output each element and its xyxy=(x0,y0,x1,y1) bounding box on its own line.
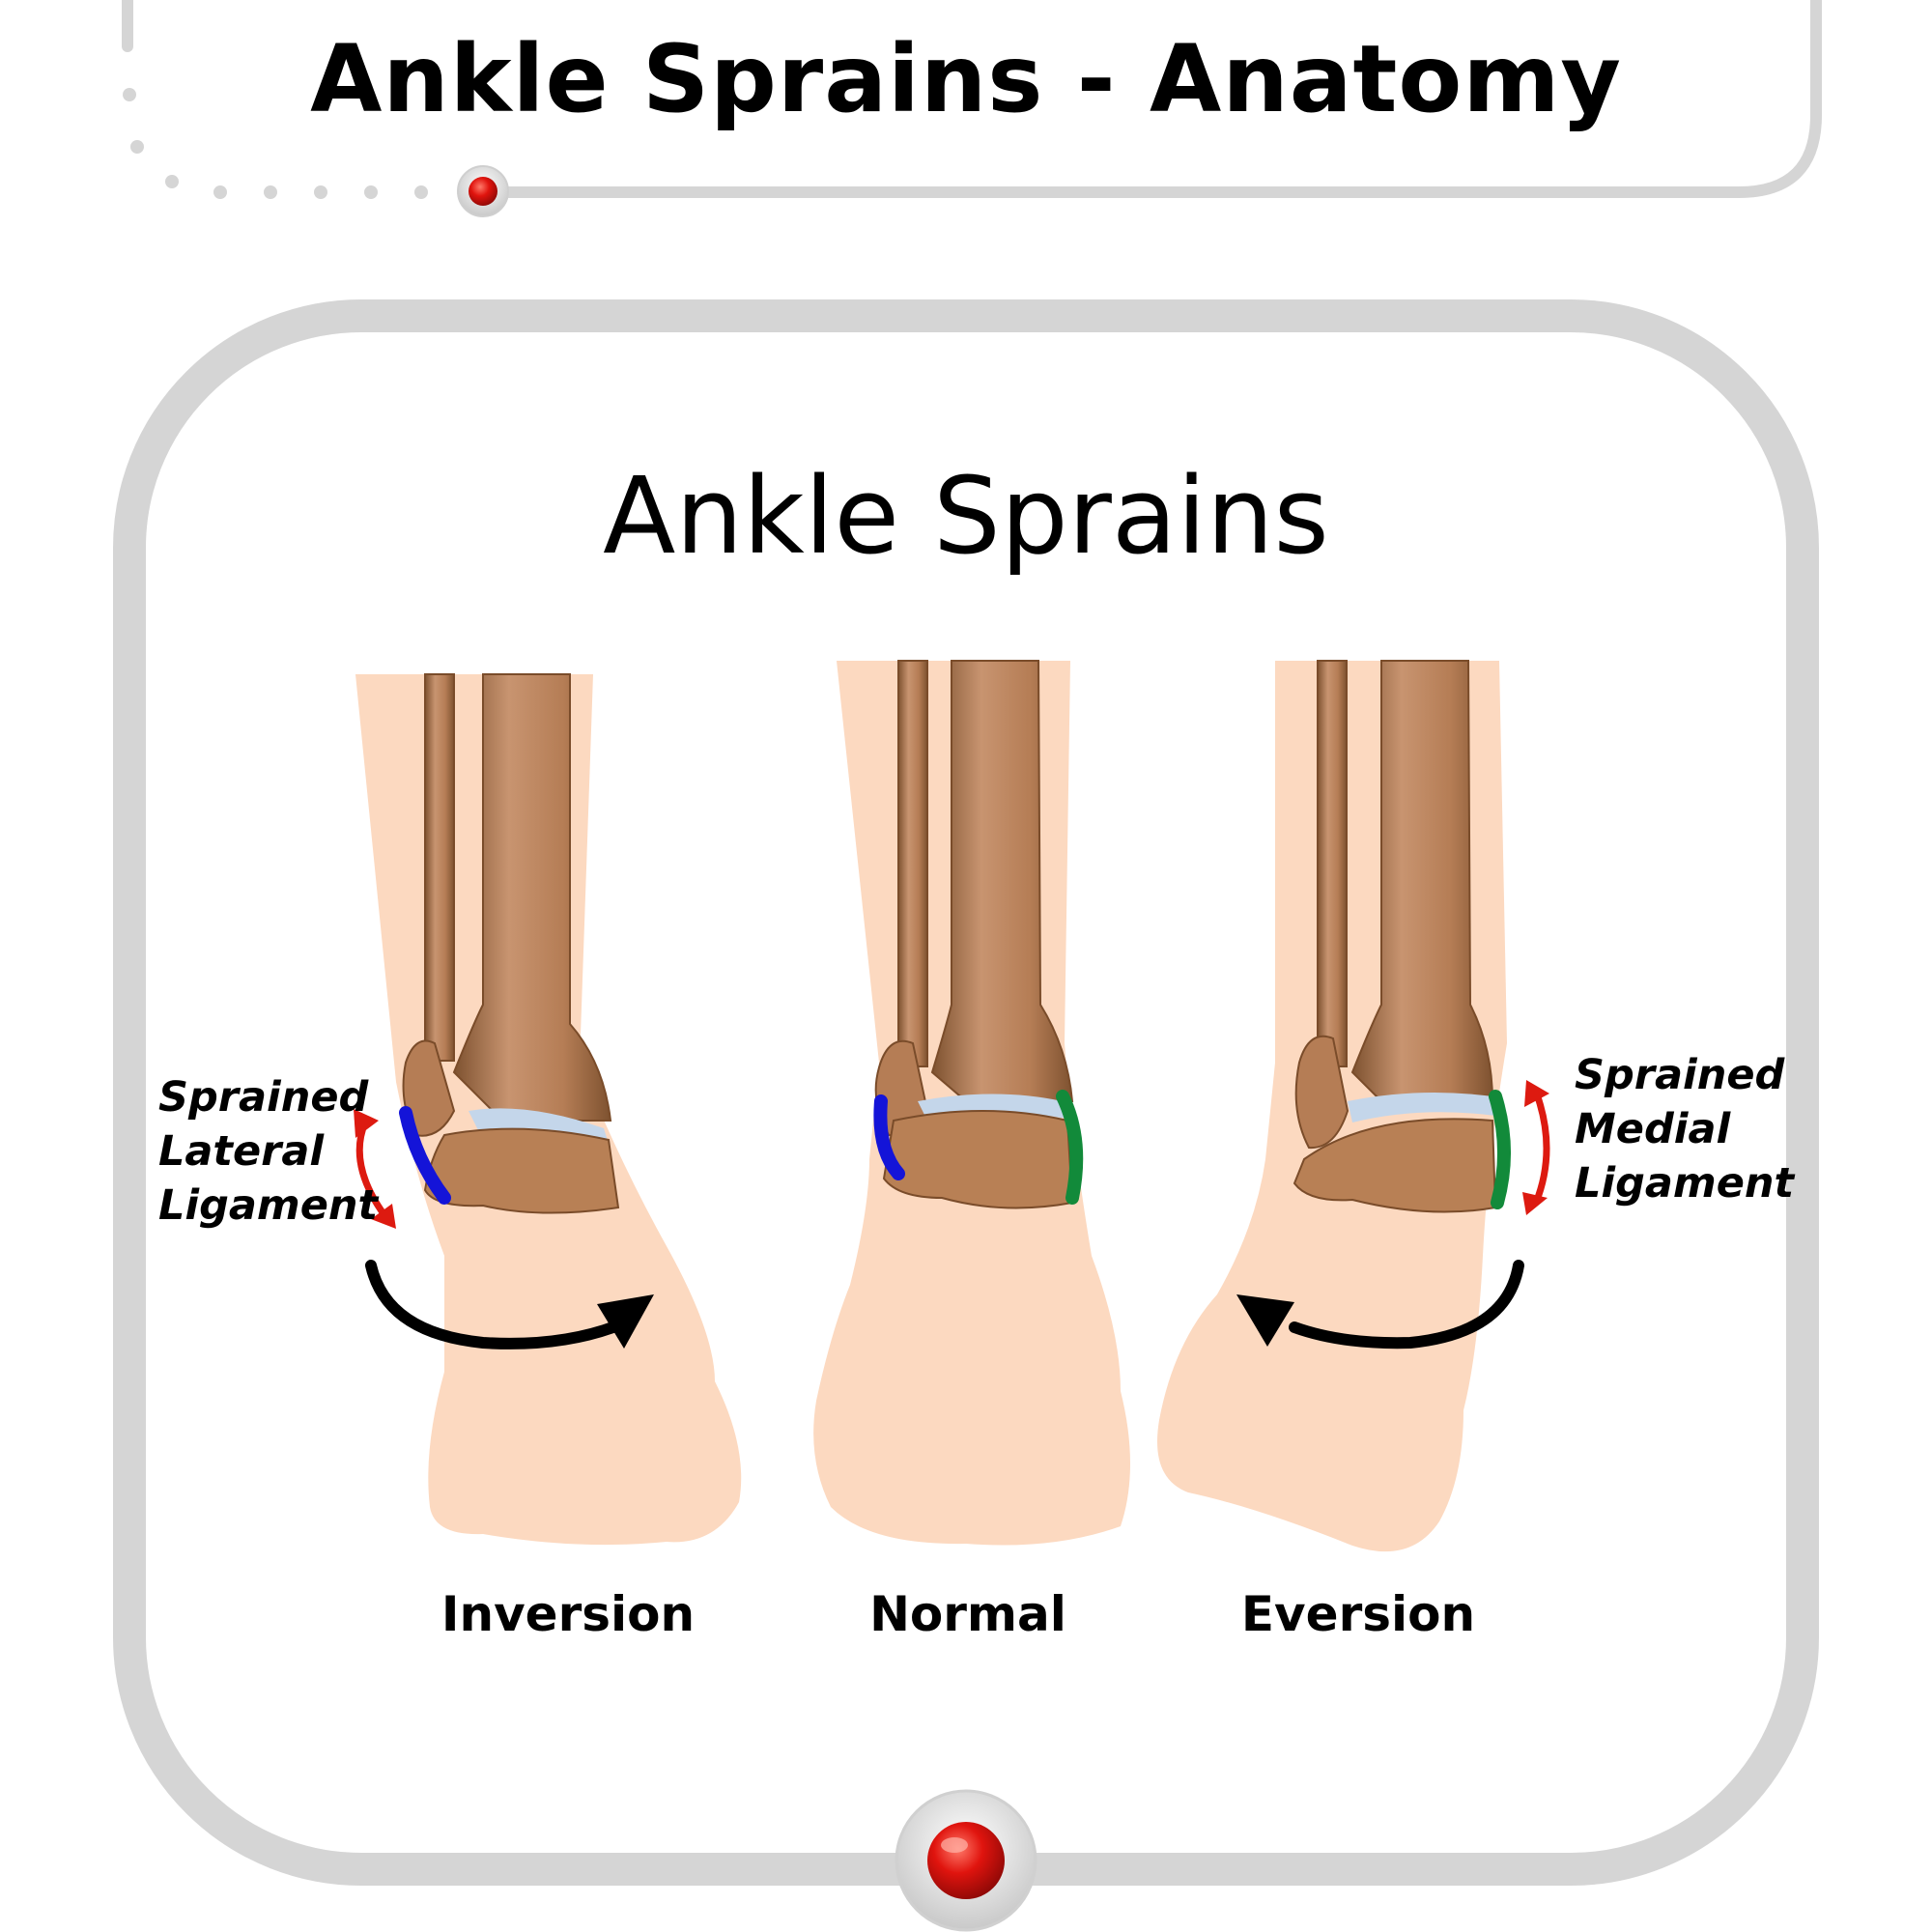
fibula xyxy=(424,673,455,1062)
stretch-arrow-lateral xyxy=(354,1109,396,1229)
ankle-normal xyxy=(813,660,1130,1546)
lateral-malleolus xyxy=(402,1039,456,1137)
talus xyxy=(1293,1118,1497,1213)
talus xyxy=(423,1127,620,1214)
medial-ligament xyxy=(1056,1090,1084,1205)
caption-normal: Normal xyxy=(869,1586,1066,1642)
label-line: Ligament xyxy=(158,1181,379,1230)
talus xyxy=(882,1110,1074,1209)
caption-inversion: Inversion xyxy=(440,1586,696,1642)
label-sprained-lateral-ligament: Sprained Lateral Ligament xyxy=(158,1070,378,1233)
label-line: Medial xyxy=(1575,1105,1731,1153)
label-line: Sprained xyxy=(158,1073,369,1122)
label-line: Sprained xyxy=(1575,1051,1785,1099)
header-knob xyxy=(469,177,497,206)
label-line: Lateral xyxy=(158,1127,325,1176)
panel-title: Ankle Sprains xyxy=(603,454,1329,578)
header-dots xyxy=(123,88,428,199)
stretch-arrow-medial xyxy=(1522,1080,1550,1215)
label-sprained-medial-ligament: Sprained Medial Ligament xyxy=(1575,1048,1794,1210)
ankle-inversion xyxy=(355,673,742,1546)
tibia xyxy=(930,660,1074,1102)
rotation-arrow-inversion xyxy=(365,1260,654,1350)
bottom-knob xyxy=(895,1789,1037,1932)
header-title: Ankle Sprains - Anatomy xyxy=(310,25,1622,133)
medial-ligament xyxy=(1489,1090,1512,1209)
rotation-arrow-eversion xyxy=(1236,1260,1524,1350)
tibia xyxy=(452,673,612,1122)
ankle-eversion xyxy=(1157,660,1512,1552)
label-line: Ligament xyxy=(1575,1159,1795,1208)
cartilage xyxy=(1348,1093,1495,1122)
header-frame xyxy=(122,0,1822,217)
lateral-ligament xyxy=(399,1106,451,1205)
fibula xyxy=(1317,660,1348,1067)
lateral-ligament xyxy=(873,1094,905,1180)
lateral-malleolus xyxy=(1294,1035,1350,1150)
caption-eversion: Eversion xyxy=(1240,1586,1476,1642)
fibula xyxy=(897,660,928,1067)
